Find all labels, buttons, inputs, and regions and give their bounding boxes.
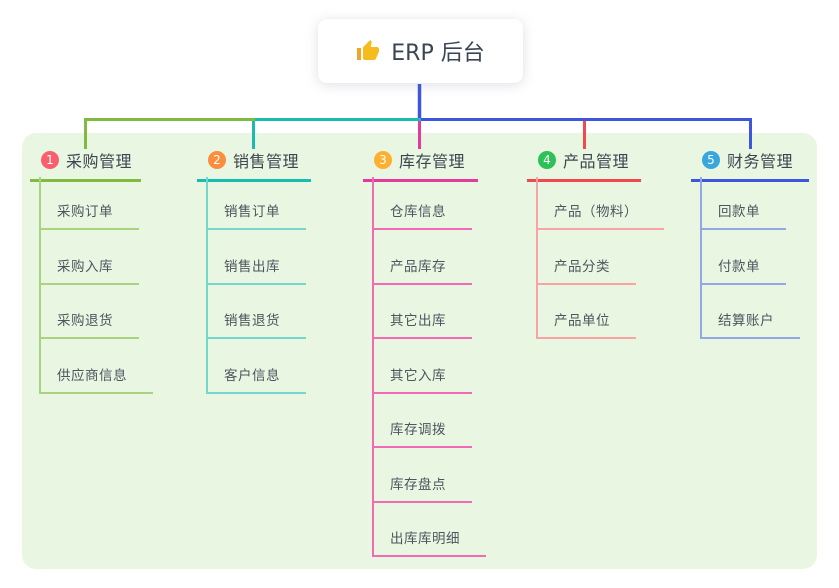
child-node[interactable]: 销售退货: [206, 314, 306, 339]
child-node[interactable]: 采购退货: [39, 314, 139, 339]
child-node[interactable]: 销售订单: [206, 205, 306, 230]
branch-2: 2 销售管理: [197, 144, 311, 182]
branch-node-3[interactable]: 3 库存管理: [363, 144, 478, 182]
branch-title-label: 库存管理: [399, 152, 466, 171]
branch-children-line: [206, 177, 208, 394]
branch-children-line: [536, 177, 538, 339]
child-node[interactable]: 其它出库: [372, 314, 472, 339]
child-node[interactable]: 回款单: [700, 205, 786, 230]
branch-3: 3 库存管理: [363, 144, 478, 182]
child-node[interactable]: 产品单位: [536, 314, 636, 339]
branch-title-label: 产品管理: [563, 152, 630, 171]
branch-children-line: [700, 177, 702, 339]
child-node[interactable]: 销售出库: [206, 259, 306, 285]
child-node[interactable]: 产品分类: [536, 259, 636, 285]
branch-title-label: 财务管理: [727, 152, 794, 171]
child-node[interactable]: 付款单: [700, 259, 786, 285]
branch-5: 5 财务管理: [691, 144, 809, 182]
branch-children-line: [372, 177, 374, 557]
child-node[interactable]: 库存盘点: [372, 477, 472, 503]
branch-title-label: 销售管理: [233, 152, 300, 171]
thumbs-up-icon: [357, 40, 380, 60]
branch-1: 1 采购管理: [30, 144, 141, 182]
branch-node-5[interactable]: 5 财务管理: [691, 144, 809, 182]
branch-index-badge: 5: [702, 151, 720, 169]
branch-4: 4 产品管理: [527, 144, 641, 182]
branch-index-badge: 4: [538, 151, 556, 169]
child-node[interactable]: 供应商信息: [39, 368, 153, 394]
branch-group-container: [22, 133, 817, 569]
child-node[interactable]: 出库库明细: [372, 532, 486, 557]
child-node[interactable]: 采购入库: [39, 259, 139, 285]
branch-title-label: 采购管理: [66, 152, 133, 171]
root-title: ERP 后台: [391, 41, 485, 66]
child-node[interactable]: 产品（物料）: [536, 205, 664, 230]
branch-node-2[interactable]: 2 销售管理: [197, 144, 311, 182]
branch-index-badge: 1: [41, 151, 59, 169]
branch-children-line: [39, 177, 41, 394]
branch-node-4[interactable]: 4 产品管理: [527, 144, 641, 182]
child-node[interactable]: 库存调拨: [372, 423, 472, 448]
branch-index-badge: 3: [374, 151, 392, 169]
child-node[interactable]: 其它入库: [372, 368, 472, 394]
child-node[interactable]: 采购订单: [39, 205, 139, 230]
child-node[interactable]: 产品库存: [372, 259, 472, 285]
branch-index-badge: 2: [208, 151, 226, 169]
root-node-erp[interactable]: ERP 后台: [318, 19, 523, 83]
child-node[interactable]: 客户信息: [206, 368, 306, 394]
child-node[interactable]: 结算账户: [700, 314, 800, 339]
branch-node-1[interactable]: 1 采购管理: [30, 144, 141, 182]
child-node[interactable]: 仓库信息: [372, 205, 472, 230]
